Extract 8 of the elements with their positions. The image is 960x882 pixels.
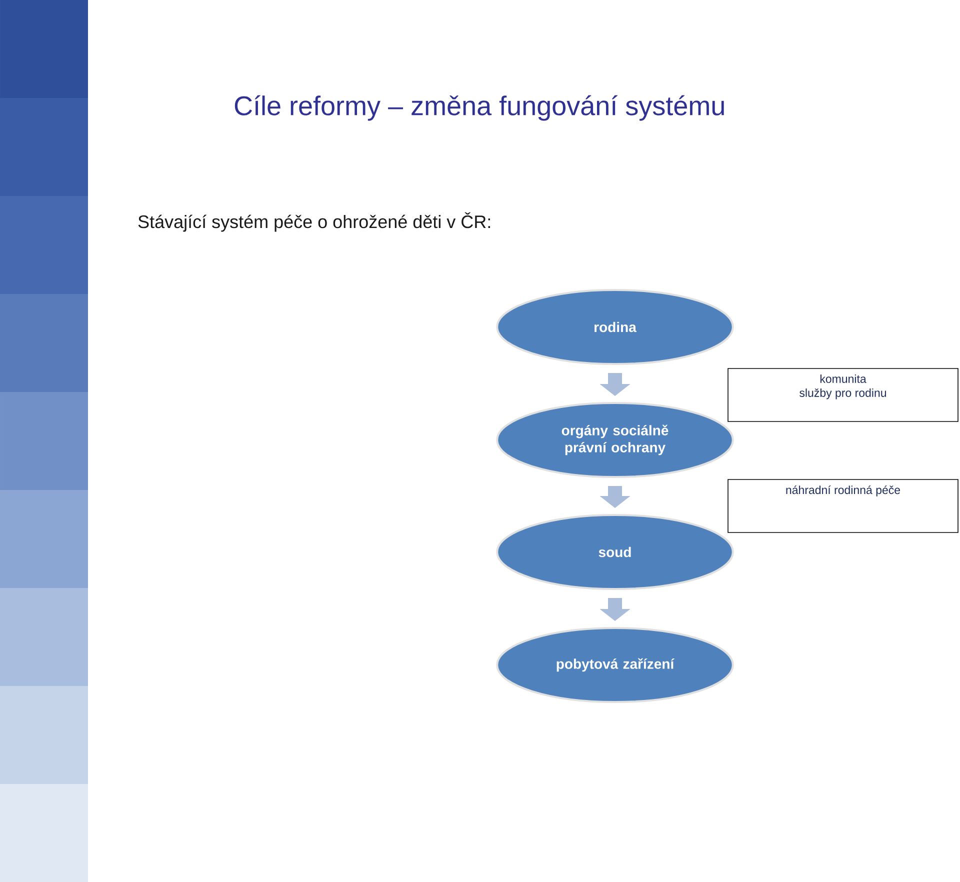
ellipse-node: soud bbox=[496, 514, 734, 590]
ellipse-node: pobytová zařízení bbox=[496, 627, 734, 703]
subtitle: Stávající systém péče o ohrožené děti v ČR: bbox=[138, 212, 490, 232]
title: Cíle reformy – změna fungování systému bbox=[234, 95, 724, 121]
ellipse-node: rodina bbox=[496, 289, 734, 365]
text-box: náhradní rodinná péče bbox=[728, 479, 958, 533]
text-box: komunita služby pro rodinu bbox=[728, 368, 958, 422]
ellipse-node: orgány sociálně právní ochrany bbox=[496, 402, 734, 478]
